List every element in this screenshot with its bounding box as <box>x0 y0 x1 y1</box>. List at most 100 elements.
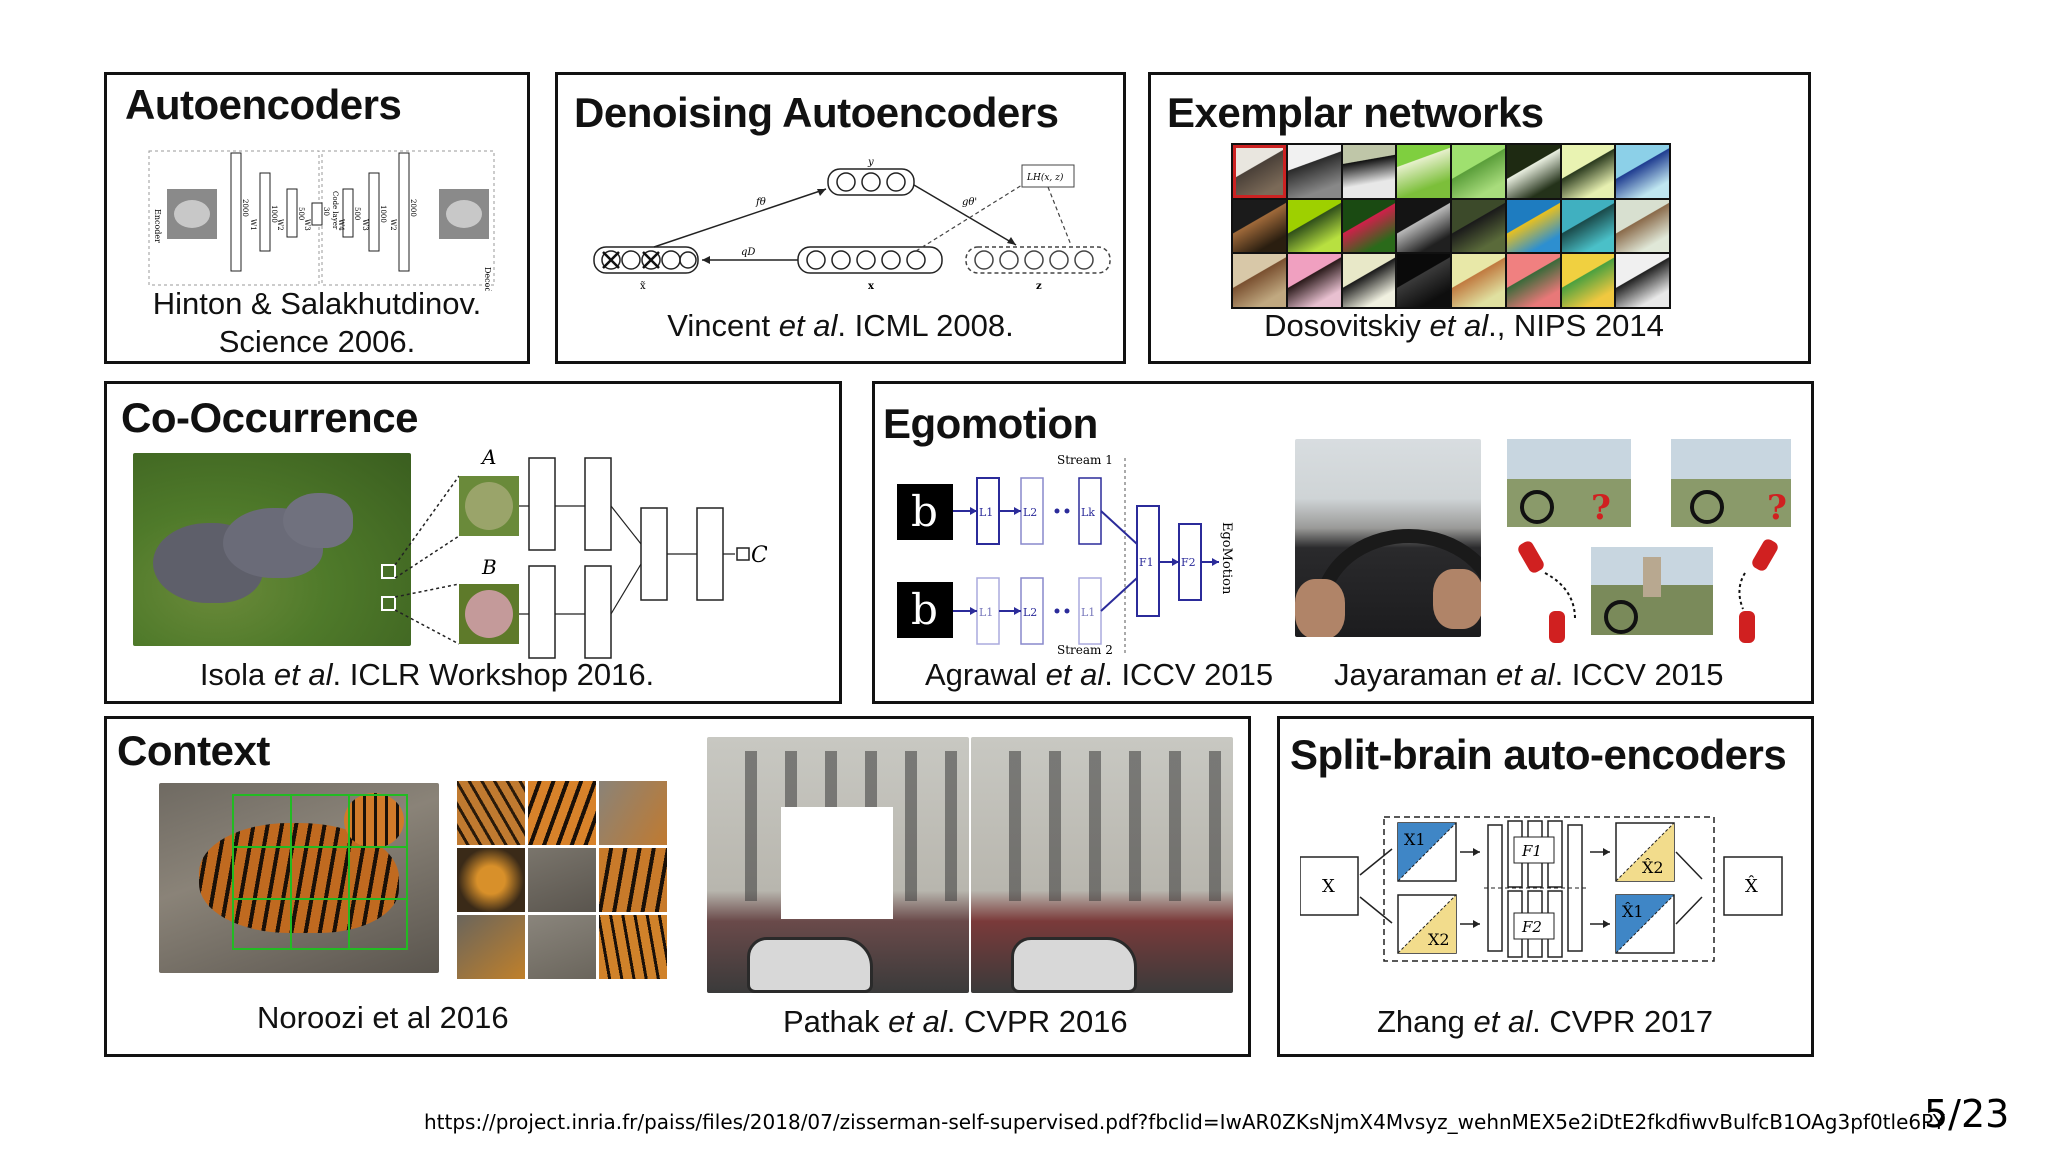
panel-exemplar-networks: Exemplar networks Dosovitskiy et al., NI… <box>1148 72 1811 364</box>
svg-text:L2: L2 <box>1023 606 1037 619</box>
citation-pathak: Pathak et al. CVPR 2016 <box>783 1004 1128 1039</box>
input-x: X <box>1322 876 1335 897</box>
exemplar-patch <box>1561 254 1615 307</box>
missing-region <box>781 807 893 919</box>
exemplar-patch <box>1287 145 1341 198</box>
citation: Dosovitskiy et al., NIPS 2014 <box>1264 308 1664 343</box>
egomotion-output-label: EgoMotion <box>1219 522 1234 595</box>
layer-size: 1000 <box>379 205 387 223</box>
exemplar-patch <box>1233 199 1286 253</box>
layer-size: 30 <box>322 207 330 216</box>
stream-1-label: Stream 1 <box>1057 454 1113 467</box>
exemplar-patch <box>1452 199 1505 253</box>
citation: Zhang et al. CVPR 2017 <box>1376 1004 1714 1039</box>
exemplar-patch <box>1452 254 1505 307</box>
code-layer-label: Code layer <box>331 191 339 230</box>
exemplar-patch <box>1506 199 1560 253</box>
cooccurrence-diagram: A B C <box>381 445 767 659</box>
g-theta-label: gθ' <box>962 197 977 208</box>
f-theta-label: fθ <box>755 197 766 208</box>
x1-hat-label: X̂1 <box>1622 902 1644 921</box>
panel-title: Split-brain auto-encoders <box>1290 731 1787 778</box>
jigsaw-tile <box>457 848 525 912</box>
layer-size: 1000 <box>270 205 278 223</box>
exemplar-patch <box>1287 254 1341 307</box>
exemplar-patch <box>1561 145 1615 198</box>
panel-title: Egomotion <box>883 400 1098 447</box>
steering-wheel-icon <box>1520 490 1554 524</box>
exemplar-patch <box>1233 145 1286 198</box>
exemplar-patch <box>1397 199 1450 253</box>
citation: Vincent et al. ICML 2008. <box>667 308 1014 343</box>
exemplar-grid <box>1231 143 1671 309</box>
panel-denoising-autoencoders: Denoising Autoencoders y LH(x, z) <box>555 72 1126 364</box>
jigsaw-grid <box>457 781 667 979</box>
svg-text:F2: F2 <box>1181 556 1196 569</box>
panel-context: Context Noroozi et al 2016 Pathak et al.… <box>104 716 1251 1057</box>
egomotion-diagram: b b Stream 1 Stream 2 L1 L2 Lk L1 L2 L1 … <box>897 454 1234 657</box>
label-c: C <box>751 543 767 568</box>
output-x-hat: X̂ <box>1745 875 1758 897</box>
exemplar-patch <box>1233 254 1286 307</box>
driving-photo <box>1295 439 1481 637</box>
jigsaw-tile <box>528 848 596 912</box>
citation: Hinton & Salakhutdinov. Science 2006. <box>107 285 527 361</box>
steering-wheel-icon <box>1690 490 1724 524</box>
exemplar-patch <box>1397 254 1450 307</box>
encoder-label: Encoder <box>153 209 162 243</box>
citation-agrawal: Agrawal et al. ICCV 2015 <box>925 657 1274 692</box>
jigsaw-tile <box>599 781 667 845</box>
stream-2-label: Stream 2 <box>1057 643 1113 657</box>
x1-label: X1 <box>1404 830 1426 849</box>
car-icon <box>1549 611 1565 643</box>
steering-wheel-icon <box>1604 600 1638 634</box>
citation: Isola et al. ICLR Workshop 2016. <box>199 657 655 692</box>
layer-size: 500 <box>297 207 305 220</box>
digit-bottom: b <box>911 585 938 634</box>
jigsaw-tile <box>599 848 667 912</box>
panel-co-occurrence: Co-Occurrence A B C Isola et al. ICLR Wo… <box>104 381 842 704</box>
exemplar-patch <box>1506 145 1560 198</box>
x-tilde-label: x̃ <box>640 281 646 292</box>
question-mark: ? <box>1591 488 1611 528</box>
exemplar-patch <box>1287 199 1341 253</box>
svg-text:F1: F1 <box>1139 556 1154 569</box>
exemplar-patch <box>1616 254 1669 307</box>
denoising-diagram: y LH(x, z) fθ gθ' qD x̃ x z <box>593 157 1111 292</box>
svg-text:L1: L1 <box>1081 606 1095 619</box>
weight-label: W1 <box>249 219 257 231</box>
guinea-fowl-photo <box>133 453 411 646</box>
weight-label: W3 <box>303 219 311 231</box>
f2-label: F2 <box>1521 918 1542 936</box>
svg-text:L2: L2 <box>1023 506 1037 519</box>
svg-text:L1: L1 <box>979 606 993 619</box>
car-icon <box>1752 539 1778 571</box>
exemplar-patch <box>1342 254 1396 307</box>
patch-grid-overlay <box>232 794 408 950</box>
split-brain-diagram: X X1 X2 F1 F2 X̂2 X̂1 <box>1300 816 1783 962</box>
jigsaw-tile <box>528 781 596 845</box>
panel-egomotion: Egomotion b b Stream 1 Stream 2 L1 L2 Lk… <box>872 381 1814 704</box>
panel-title: Context <box>117 727 270 774</box>
digit-top: b <box>911 487 938 536</box>
exemplar-patch <box>1561 199 1615 253</box>
label-a: A <box>480 445 496 469</box>
weight-label: W3 <box>361 219 369 231</box>
exemplar-patch <box>1616 199 1669 253</box>
exemplar-patch <box>1616 145 1669 198</box>
source-url[interactable]: https://project.inria.fr/paiss/files/201… <box>424 1110 1945 1134</box>
x2-label: X2 <box>1428 930 1450 949</box>
jigsaw-tile <box>457 781 525 845</box>
citation-line-1: Hinton & Salakhutdinov. <box>152 286 482 321</box>
panel-split-brain: Split-brain auto-encoders X X1 X2 F1 F2 <box>1277 716 1814 1057</box>
weight-label: W2 <box>276 219 284 231</box>
loss-label: LH(x, z) <box>1026 172 1064 183</box>
jayaraman-diagram: ? ? <box>1507 439 1791 643</box>
svg-text:Lk: Lk <box>1081 506 1095 519</box>
x2-hat-label: X̂2 <box>1642 858 1664 877</box>
street-photo-inpainting <box>707 737 969 993</box>
exemplar-patch <box>1342 145 1396 198</box>
layer-size: 2000 <box>241 199 249 217</box>
panel-title: Denoising Autoencoders <box>574 89 1059 136</box>
layer-size: 500 <box>353 207 361 220</box>
